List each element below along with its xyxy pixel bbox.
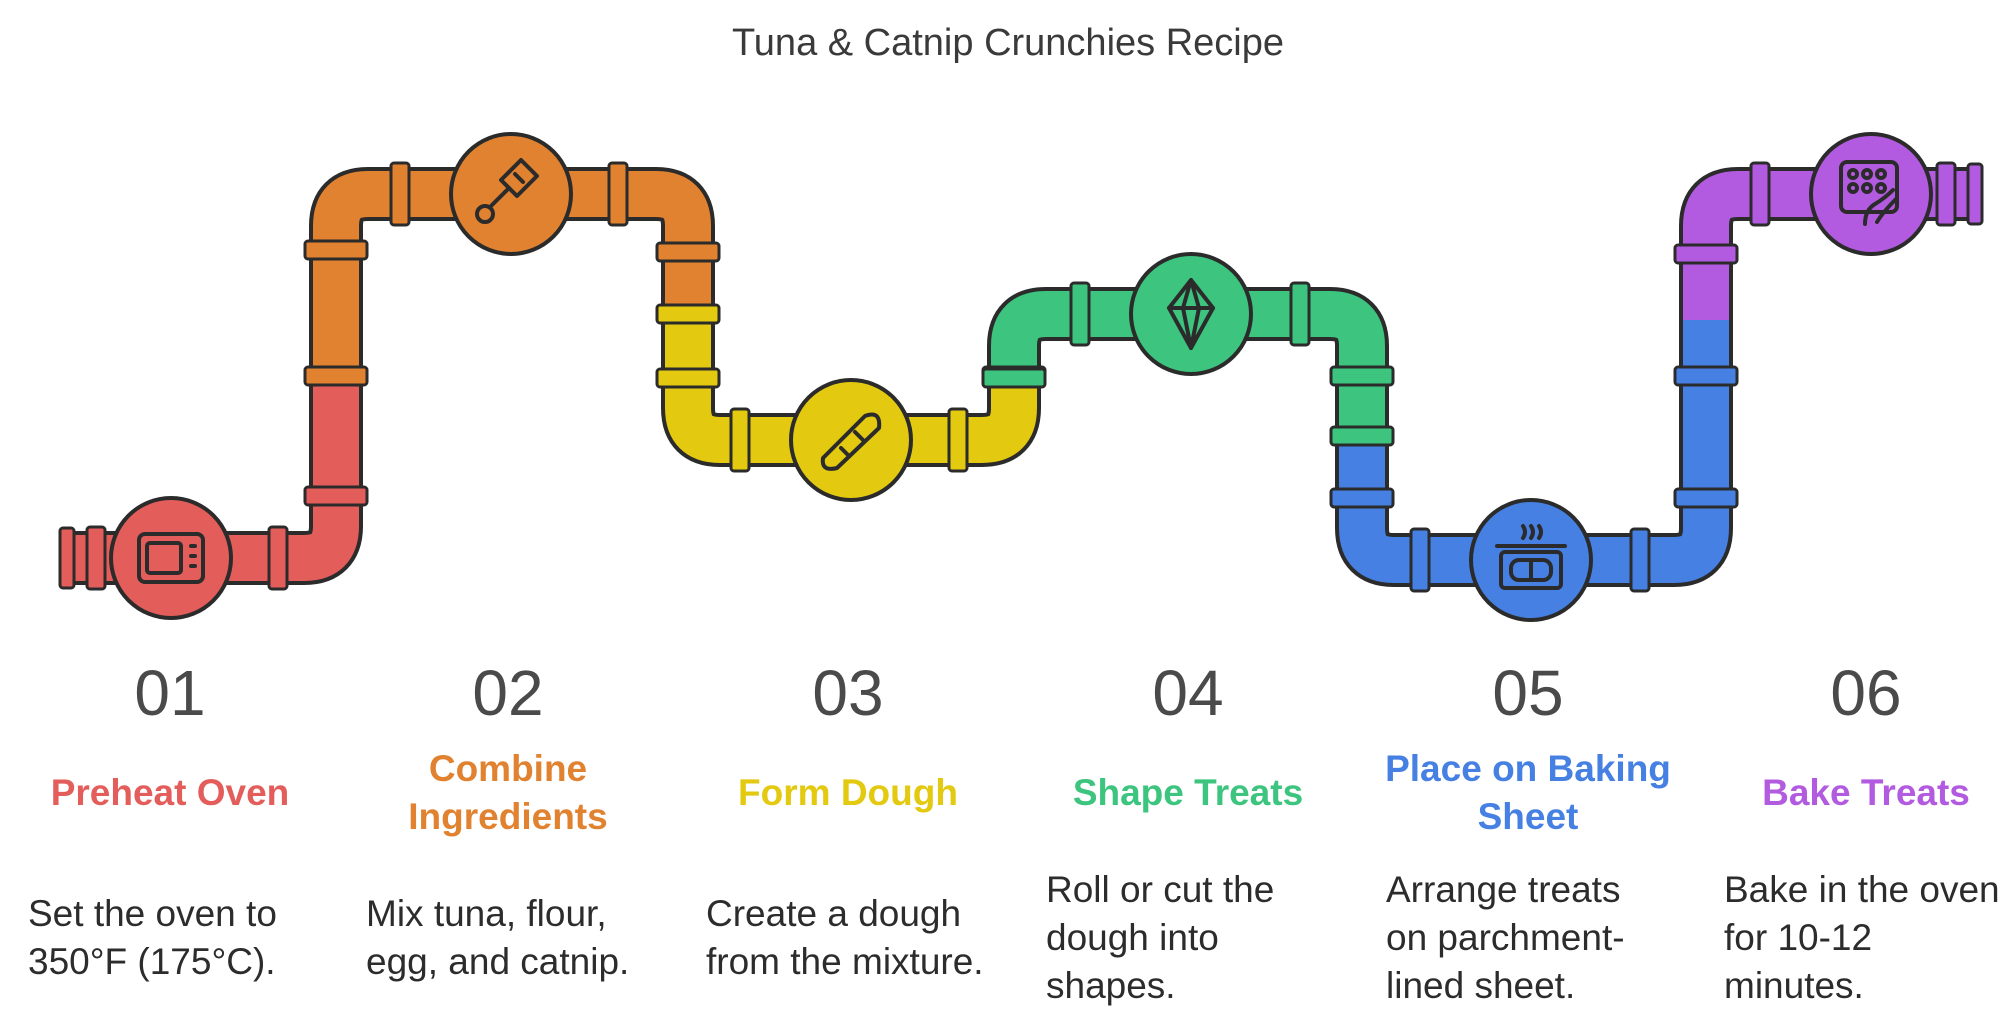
coupler-h-3 <box>303 239 369 261</box>
coupler-v-5 <box>729 407 751 473</box>
diagram-title: Tuna & Catnip Crunchies Recipe <box>732 22 1284 64</box>
coupler-v-9 <box>1409 527 1431 593</box>
coupler-h-6 <box>655 367 721 389</box>
step-1-circle <box>109 496 233 620</box>
step-6-title: Bake Treats <box>1762 772 1970 813</box>
pipe-body-1 <box>72 378 359 581</box>
step-3-number: 03 <box>812 657 884 729</box>
oven-tray-hand-node <box>1809 132 1933 256</box>
step-6-circle <box>1809 132 1933 256</box>
coupler-v-1 <box>85 525 107 591</box>
step-3-circle <box>789 378 913 502</box>
coupler-v-6 <box>947 407 969 473</box>
step-5-column: 05 Place on Baking Sheet Arrange treats … <box>1378 650 1678 1006</box>
coupler-h-2 <box>303 365 369 387</box>
step-1-number: 01 <box>134 657 206 729</box>
dough-roll-icon <box>820 412 882 471</box>
coupler-h-8 <box>981 367 1047 389</box>
coupler-h-1 <box>303 485 369 507</box>
step-6-number: 06 <box>1830 657 1902 729</box>
step-5-description: Arrange treats on parchment-lined sheet. <box>1386 869 1625 1006</box>
step-6-column: 06 Bake Treats Bake in the oven for 10-1… <box>1716 650 2016 1006</box>
baking-tray-icon <box>1495 524 1567 590</box>
step-1-column: 01 Preheat Oven Set the oven to 350°F (1… <box>20 650 320 982</box>
microwave-oven-icon <box>137 532 205 584</box>
baking-tray-node <box>1469 498 1593 622</box>
diamond-shape-node <box>1129 252 1253 376</box>
coupler-h-14 <box>1673 243 1739 265</box>
coupler-v-11 <box>1749 161 1771 227</box>
pipe-body-6 <box>1683 171 1970 320</box>
step-1-description: Set the oven to 350°F (175°C). <box>28 893 277 982</box>
step-2-title: Combine Ingredients <box>408 748 608 837</box>
step-3-description: Create a dough from the mixture. <box>706 893 984 982</box>
step-4-title: Shape Treats <box>1072 772 1304 813</box>
step-4-circle <box>1129 252 1253 376</box>
step-nodes <box>109 132 1933 622</box>
step-1-title: Preheat Oven <box>50 772 290 813</box>
step-6-description: Bake in the oven for 10-12 minutes. <box>1724 869 2000 1006</box>
coupler-v-12 <box>1935 161 1957 227</box>
step-2-column: 02 Combine Ingredients Mix tuna, flour, … <box>358 650 658 982</box>
microwave-oven-node <box>109 496 233 620</box>
coupler-h-4 <box>655 241 721 263</box>
coupler-h-12 <box>1673 487 1739 509</box>
step-2-number: 02 <box>472 657 544 729</box>
diamond-shape-icon <box>1167 278 1215 350</box>
dough-roll-node <box>789 378 913 502</box>
coupler-h-5 <box>655 303 721 325</box>
step-3-title: Form Dough <box>738 772 958 813</box>
oven-tray-hand-icon <box>1839 160 1899 226</box>
coupler-v-2 <box>267 525 289 591</box>
coupler-v-4 <box>607 161 629 227</box>
pipe-end-cap-left <box>58 526 76 590</box>
coupler-h-13 <box>1673 365 1739 387</box>
step-2-description: Mix tuna, flour, egg, and catnip. <box>366 893 630 982</box>
step-4-number: 04 <box>1152 657 1224 729</box>
step-4-description: Roll or cut the dough into shapes. <box>1046 869 1275 1006</box>
hand-mixer-icon <box>475 158 539 224</box>
step-5-number: 05 <box>1492 657 1564 729</box>
coupler-h-9 <box>1329 365 1395 387</box>
step-5-title: Place on Baking Sheet <box>1385 748 1671 837</box>
coupler-v-3 <box>389 161 411 227</box>
pipe-end-cap-right <box>1966 162 1984 226</box>
step-4-column: 04 Shape Treats Roll or cut the dough in… <box>1038 650 1338 1006</box>
step-2-circle <box>449 132 573 256</box>
coupler-v-10 <box>1629 527 1651 593</box>
coupler-v-7 <box>1069 281 1091 347</box>
hand-mixer-node <box>449 132 573 256</box>
coupler-h-10 <box>1329 425 1395 447</box>
coupler-v-8 <box>1289 281 1311 347</box>
coupler-h-11 <box>1329 487 1395 509</box>
step-3-column: 03 Form Dough Create a dough from the mi… <box>698 650 998 982</box>
pipe-couplers <box>58 161 1984 593</box>
